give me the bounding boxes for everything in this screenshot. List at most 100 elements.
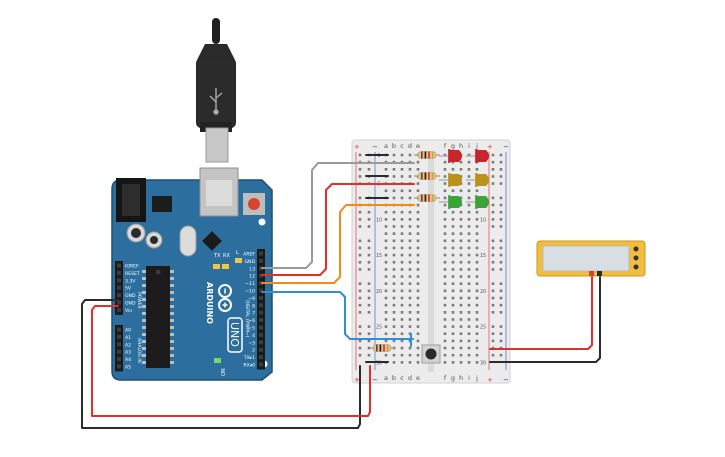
led-yellow-1[interactable] <box>439 173 462 187</box>
rail-hole[interactable] <box>499 196 503 200</box>
breadboard-hole[interactable] <box>416 232 420 235</box>
breadboard-hole[interactable] <box>400 196 404 200</box>
breadboard-hole[interactable] <box>416 203 420 207</box>
rail-hole[interactable] <box>358 311 362 314</box>
breadboard-hole[interactable] <box>416 160 420 164</box>
breadboard-hole[interactable] <box>443 168 447 171</box>
breadboard-hole[interactable] <box>392 296 396 300</box>
breadboard-hole[interactable] <box>400 189 404 193</box>
rail-hole[interactable] <box>358 153 362 157</box>
breadboard-hole[interactable] <box>467 218 471 221</box>
wire-black-gnd[interactable] <box>81 299 361 429</box>
rail-hole[interactable] <box>499 218 503 221</box>
breadboard-hole[interactable] <box>392 175 396 178</box>
breadboard-hole[interactable] <box>408 346 412 350</box>
breadboard-hole[interactable] <box>400 210 404 214</box>
breadboard-hole[interactable] <box>392 218 396 221</box>
breadboard-hole[interactable] <box>416 296 420 300</box>
breadboard-hole[interactable] <box>475 232 479 235</box>
breadboard-hole[interactable] <box>451 275 455 278</box>
breadboard-hole[interactable] <box>467 282 471 285</box>
rail-hole[interactable] <box>491 160 495 164</box>
breadboard-hole[interactable] <box>416 303 420 307</box>
breadboard-hole[interactable] <box>400 318 404 321</box>
breadboard-hole[interactable] <box>392 332 396 336</box>
breadboard-hole[interactable] <box>443 239 447 243</box>
breadboard-hole[interactable] <box>467 246 471 250</box>
breadboard-hole[interactable] <box>384 282 388 285</box>
breadboard-hole[interactable] <box>443 260 447 264</box>
rail-hole[interactable] <box>367 289 371 293</box>
breadboard-hole[interactable] <box>451 239 455 243</box>
rail-hole[interactable] <box>499 311 503 314</box>
rail-hole[interactable] <box>358 332 362 336</box>
breadboard-hole[interactable] <box>467 239 471 243</box>
breadboard-hole[interactable] <box>451 303 455 307</box>
rail-hole[interactable] <box>491 303 495 307</box>
breadboard-hole[interactable] <box>416 353 420 357</box>
breadboard-hole[interactable] <box>392 339 396 343</box>
breadboard-hole[interactable] <box>384 296 388 300</box>
breadboard-hole[interactable] <box>400 311 404 314</box>
breadboard-hole[interactable] <box>416 246 420 250</box>
rail-hole[interactable] <box>491 196 495 200</box>
breadboard-hole[interactable] <box>467 260 471 264</box>
breadboard-hole[interactable] <box>451 189 455 193</box>
breadboard-hole[interactable] <box>443 196 447 200</box>
breadboard-hole[interactable] <box>400 289 404 293</box>
breadboard-hole[interactable] <box>459 196 463 200</box>
breadboard-hole[interactable] <box>416 260 420 264</box>
rail-hole[interactable] <box>358 353 362 357</box>
breadboard-hole[interactable] <box>400 353 404 357</box>
rail-hole[interactable] <box>491 210 495 214</box>
header-pin[interactable] <box>117 364 121 369</box>
breadboard-hole[interactable] <box>475 268 479 271</box>
breadboard-hole[interactable] <box>451 325 455 328</box>
breadboard-hole[interactable] <box>400 218 404 221</box>
led-green-1[interactable] <box>439 195 462 209</box>
breadboard-hole[interactable] <box>392 303 396 307</box>
display-module[interactable] <box>536 240 646 277</box>
rail-hole[interactable] <box>358 346 362 350</box>
rail-hole[interactable] <box>499 225 503 228</box>
rail-hole[interactable] <box>367 296 371 300</box>
breadboard-hole[interactable] <box>408 303 412 307</box>
rail-hole[interactable] <box>499 253 503 257</box>
wire-blue-pin10[interactable] <box>261 291 414 340</box>
rail-hole[interactable] <box>367 210 371 214</box>
breadboard-hole[interactable] <box>459 239 463 243</box>
breadboard-hole[interactable] <box>408 196 412 200</box>
breadboard-hole[interactable] <box>408 268 412 271</box>
breadboard-hole[interactable] <box>392 268 396 271</box>
rail-hole[interactable] <box>491 225 495 228</box>
breadboard-hole[interactable] <box>451 253 455 257</box>
rail-hole[interactable] <box>499 160 503 164</box>
rail-hole[interactable] <box>499 353 503 357</box>
wire-orange-pin11[interactable] <box>261 204 415 284</box>
header-pin[interactable] <box>259 318 263 323</box>
rail-hole[interactable] <box>499 268 503 271</box>
breadboard-hole[interactable] <box>451 246 455 250</box>
header-pin[interactable] <box>117 349 121 354</box>
rail-hole[interactable] <box>499 282 503 285</box>
breadboard-hole[interactable] <box>459 318 463 321</box>
breadboard-hole[interactable] <box>384 303 388 307</box>
rail-hole[interactable] <box>358 260 362 264</box>
breadboard-hole[interactable] <box>467 325 471 328</box>
breadboard-hole[interactable] <box>459 260 463 264</box>
rail-hole[interactable] <box>367 218 371 221</box>
breadboard-hole[interactable] <box>400 339 404 343</box>
rail-hole[interactable] <box>367 282 371 285</box>
breadboard-hole[interactable] <box>443 311 447 314</box>
header-pin[interactable] <box>117 300 121 305</box>
breadboard-hole[interactable] <box>451 353 455 357</box>
wire-red-pin12[interactable] <box>261 183 415 276</box>
breadboard-hole[interactable] <box>443 218 447 221</box>
breadboard-hole[interactable] <box>392 246 396 250</box>
rail-hole[interactable] <box>367 353 371 357</box>
breadboard-hole[interactable] <box>443 225 447 228</box>
breadboard-hole[interactable] <box>467 361 471 364</box>
rail-hole[interactable] <box>367 239 371 243</box>
breadboard-hole[interactable] <box>443 325 447 328</box>
